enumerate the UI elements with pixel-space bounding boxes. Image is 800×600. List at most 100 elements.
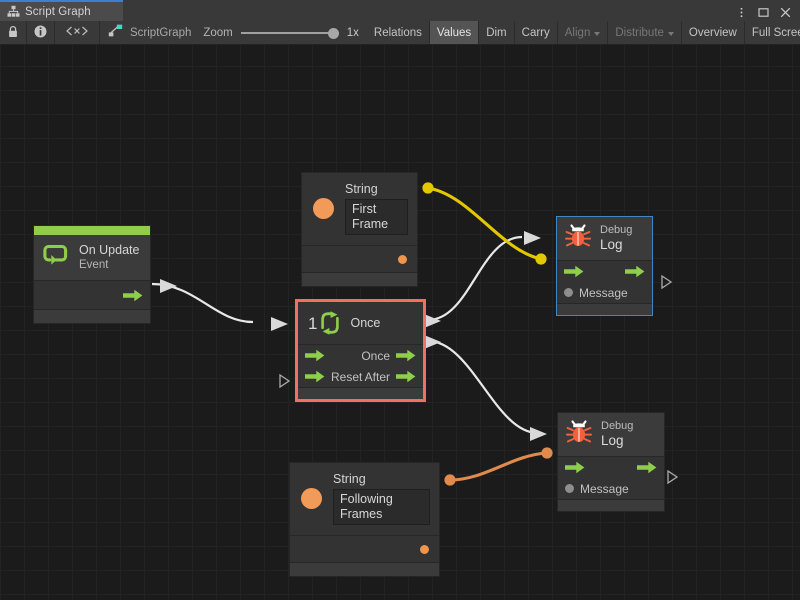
node-footer (34, 309, 150, 323)
tab-label: Script Graph (25, 6, 91, 18)
on-update-event-icon (43, 242, 70, 273)
code-brackets-icon (62, 25, 92, 40)
lock-toggle-button[interactable] (0, 21, 27, 44)
node-title-group: On Update Event (79, 243, 139, 272)
flow-arrow-icon (305, 370, 325, 383)
toolbar-button-relations[interactable]: Relations (367, 21, 430, 44)
output-port-once[interactable]: Once (361, 349, 416, 363)
node-title-group: Debug Log (600, 224, 632, 253)
output-port-flow[interactable] (123, 289, 143, 302)
node-title: String (333, 472, 430, 486)
node-footer (557, 303, 652, 315)
toolbar-button-dim[interactable]: Dim (479, 21, 514, 44)
node-body: Message (558, 457, 664, 499)
zoom-label: Zoom (203, 27, 232, 39)
flow-arrow-icon (637, 461, 657, 474)
kebab-menu-icon[interactable] (736, 5, 747, 16)
output-port-flow[interactable] (637, 461, 657, 474)
close-icon[interactable] (780, 5, 791, 16)
input-port-message-label: Message (579, 286, 628, 300)
code-view-button[interactable] (55, 21, 100, 44)
output-value-row[interactable] (290, 535, 439, 562)
lock-icon (7, 25, 19, 41)
value-port-dot-icon (565, 484, 574, 493)
unconnected-output-marker-log2[interactable] (666, 469, 680, 485)
toolbar-button-values-label: Values (437, 27, 471, 39)
input-port-reset-label: Reset (331, 370, 362, 384)
output-port-flow[interactable] (625, 265, 645, 278)
input-port-flow-enter[interactable] (305, 349, 325, 362)
node-title-group: Once (350, 316, 380, 331)
string-value-icon (301, 488, 322, 509)
zoom-control[interactable]: Zoom 1x (203, 21, 367, 44)
node-title: On Update (79, 243, 139, 258)
toolbar-button-distribute[interactable]: Distribute (608, 21, 682, 44)
node-footer (298, 387, 423, 399)
input-port-message[interactable]: Message (564, 286, 628, 300)
input-port-flow[interactable] (565, 461, 585, 474)
info-button[interactable] (27, 21, 55, 44)
graph-name-label: ScriptGraph (130, 27, 191, 39)
node-on-update[interactable]: On Update Event (33, 225, 151, 324)
once-loop-icon: 1 (308, 311, 341, 335)
output-port-value[interactable] (420, 545, 429, 554)
output-value-row[interactable] (302, 245, 417, 272)
toolbar-button-distribute-label: Distribute (615, 27, 664, 39)
node-title-group: String Following Frames (333, 472, 430, 525)
node-once[interactable]: 1 Once (295, 299, 426, 402)
flow-arrow-icon (396, 349, 416, 362)
node-string-first-frame[interactable]: String First Frame (301, 172, 418, 287)
port-row-enter-once[interactable]: Once (298, 345, 423, 366)
window-tab-bar: Script Graph (0, 0, 800, 21)
toolbar-button-values[interactable]: Values (430, 21, 479, 44)
string-value-input[interactable]: First Frame (345, 199, 408, 235)
output-port-after[interactable]: After (365, 370, 416, 384)
flow-arrow-icon (305, 349, 325, 362)
port-row-flow[interactable] (558, 457, 664, 478)
zoom-slider-track (241, 32, 339, 34)
port-row-reset-after[interactable]: Reset After (298, 366, 423, 387)
graph-name-field[interactable]: ScriptGraph (100, 21, 203, 44)
toolbar-button-align-label: Align (565, 27, 591, 39)
toolbar-button-overview[interactable]: Overview (682, 21, 745, 44)
flow-arrow-icon (625, 265, 645, 278)
node-subtitle: Log (600, 237, 632, 253)
debug-bug-icon (566, 419, 592, 450)
node-title-group: String First Frame (345, 182, 408, 235)
node-footer (290, 562, 439, 576)
tab-script-graph[interactable]: Script Graph (0, 0, 123, 21)
toolbar-button-relations-label: Relations (374, 27, 422, 39)
output-port-value[interactable] (398, 255, 407, 264)
unconnected-input-marker-reset[interactable] (278, 373, 292, 389)
input-port-flow[interactable] (564, 265, 584, 278)
toolbar-button-align[interactable]: Align (558, 21, 609, 44)
input-port-message[interactable]: Message (565, 482, 629, 496)
zoom-slider[interactable] (241, 26, 339, 40)
toolbar-button-carry[interactable]: Carry (515, 21, 558, 44)
port-row-flow[interactable] (557, 261, 652, 282)
unconnected-output-marker-log1[interactable] (660, 274, 674, 290)
maximize-icon[interactable] (758, 5, 769, 16)
flow-arrow-icon (565, 461, 585, 474)
node-subtitle: Log (601, 433, 633, 449)
node-body (34, 281, 150, 309)
graph-canvas[interactable]: On Update Event String First Frame (0, 45, 800, 600)
output-port-once-label: Once (361, 349, 390, 363)
port-row-message[interactable]: Message (558, 478, 664, 499)
string-value-input[interactable]: Following Frames (333, 489, 430, 525)
node-string-following-frames[interactable]: String Following Frames (289, 462, 440, 577)
script-graph-icon (7, 5, 20, 18)
toolbar-button-full-screen[interactable]: Full Screen (745, 21, 800, 44)
node-header: String Following Frames (290, 463, 439, 535)
node-title: Debug (600, 224, 632, 237)
port-row-flow-out[interactable] (34, 281, 150, 309)
node-debug-log-1[interactable]: Debug Log Message (556, 216, 653, 316)
node-footer (558, 499, 664, 511)
node-body: Once Reset After (298, 345, 423, 387)
zoom-value-label: 1x (347, 27, 359, 39)
port-row-message[interactable]: Message (557, 282, 652, 303)
node-title: String (345, 182, 408, 196)
zoom-slider-knob[interactable] (328, 28, 339, 39)
input-port-reset[interactable]: Reset (305, 370, 362, 384)
node-debug-log-2[interactable]: Debug Log Message (557, 412, 665, 512)
